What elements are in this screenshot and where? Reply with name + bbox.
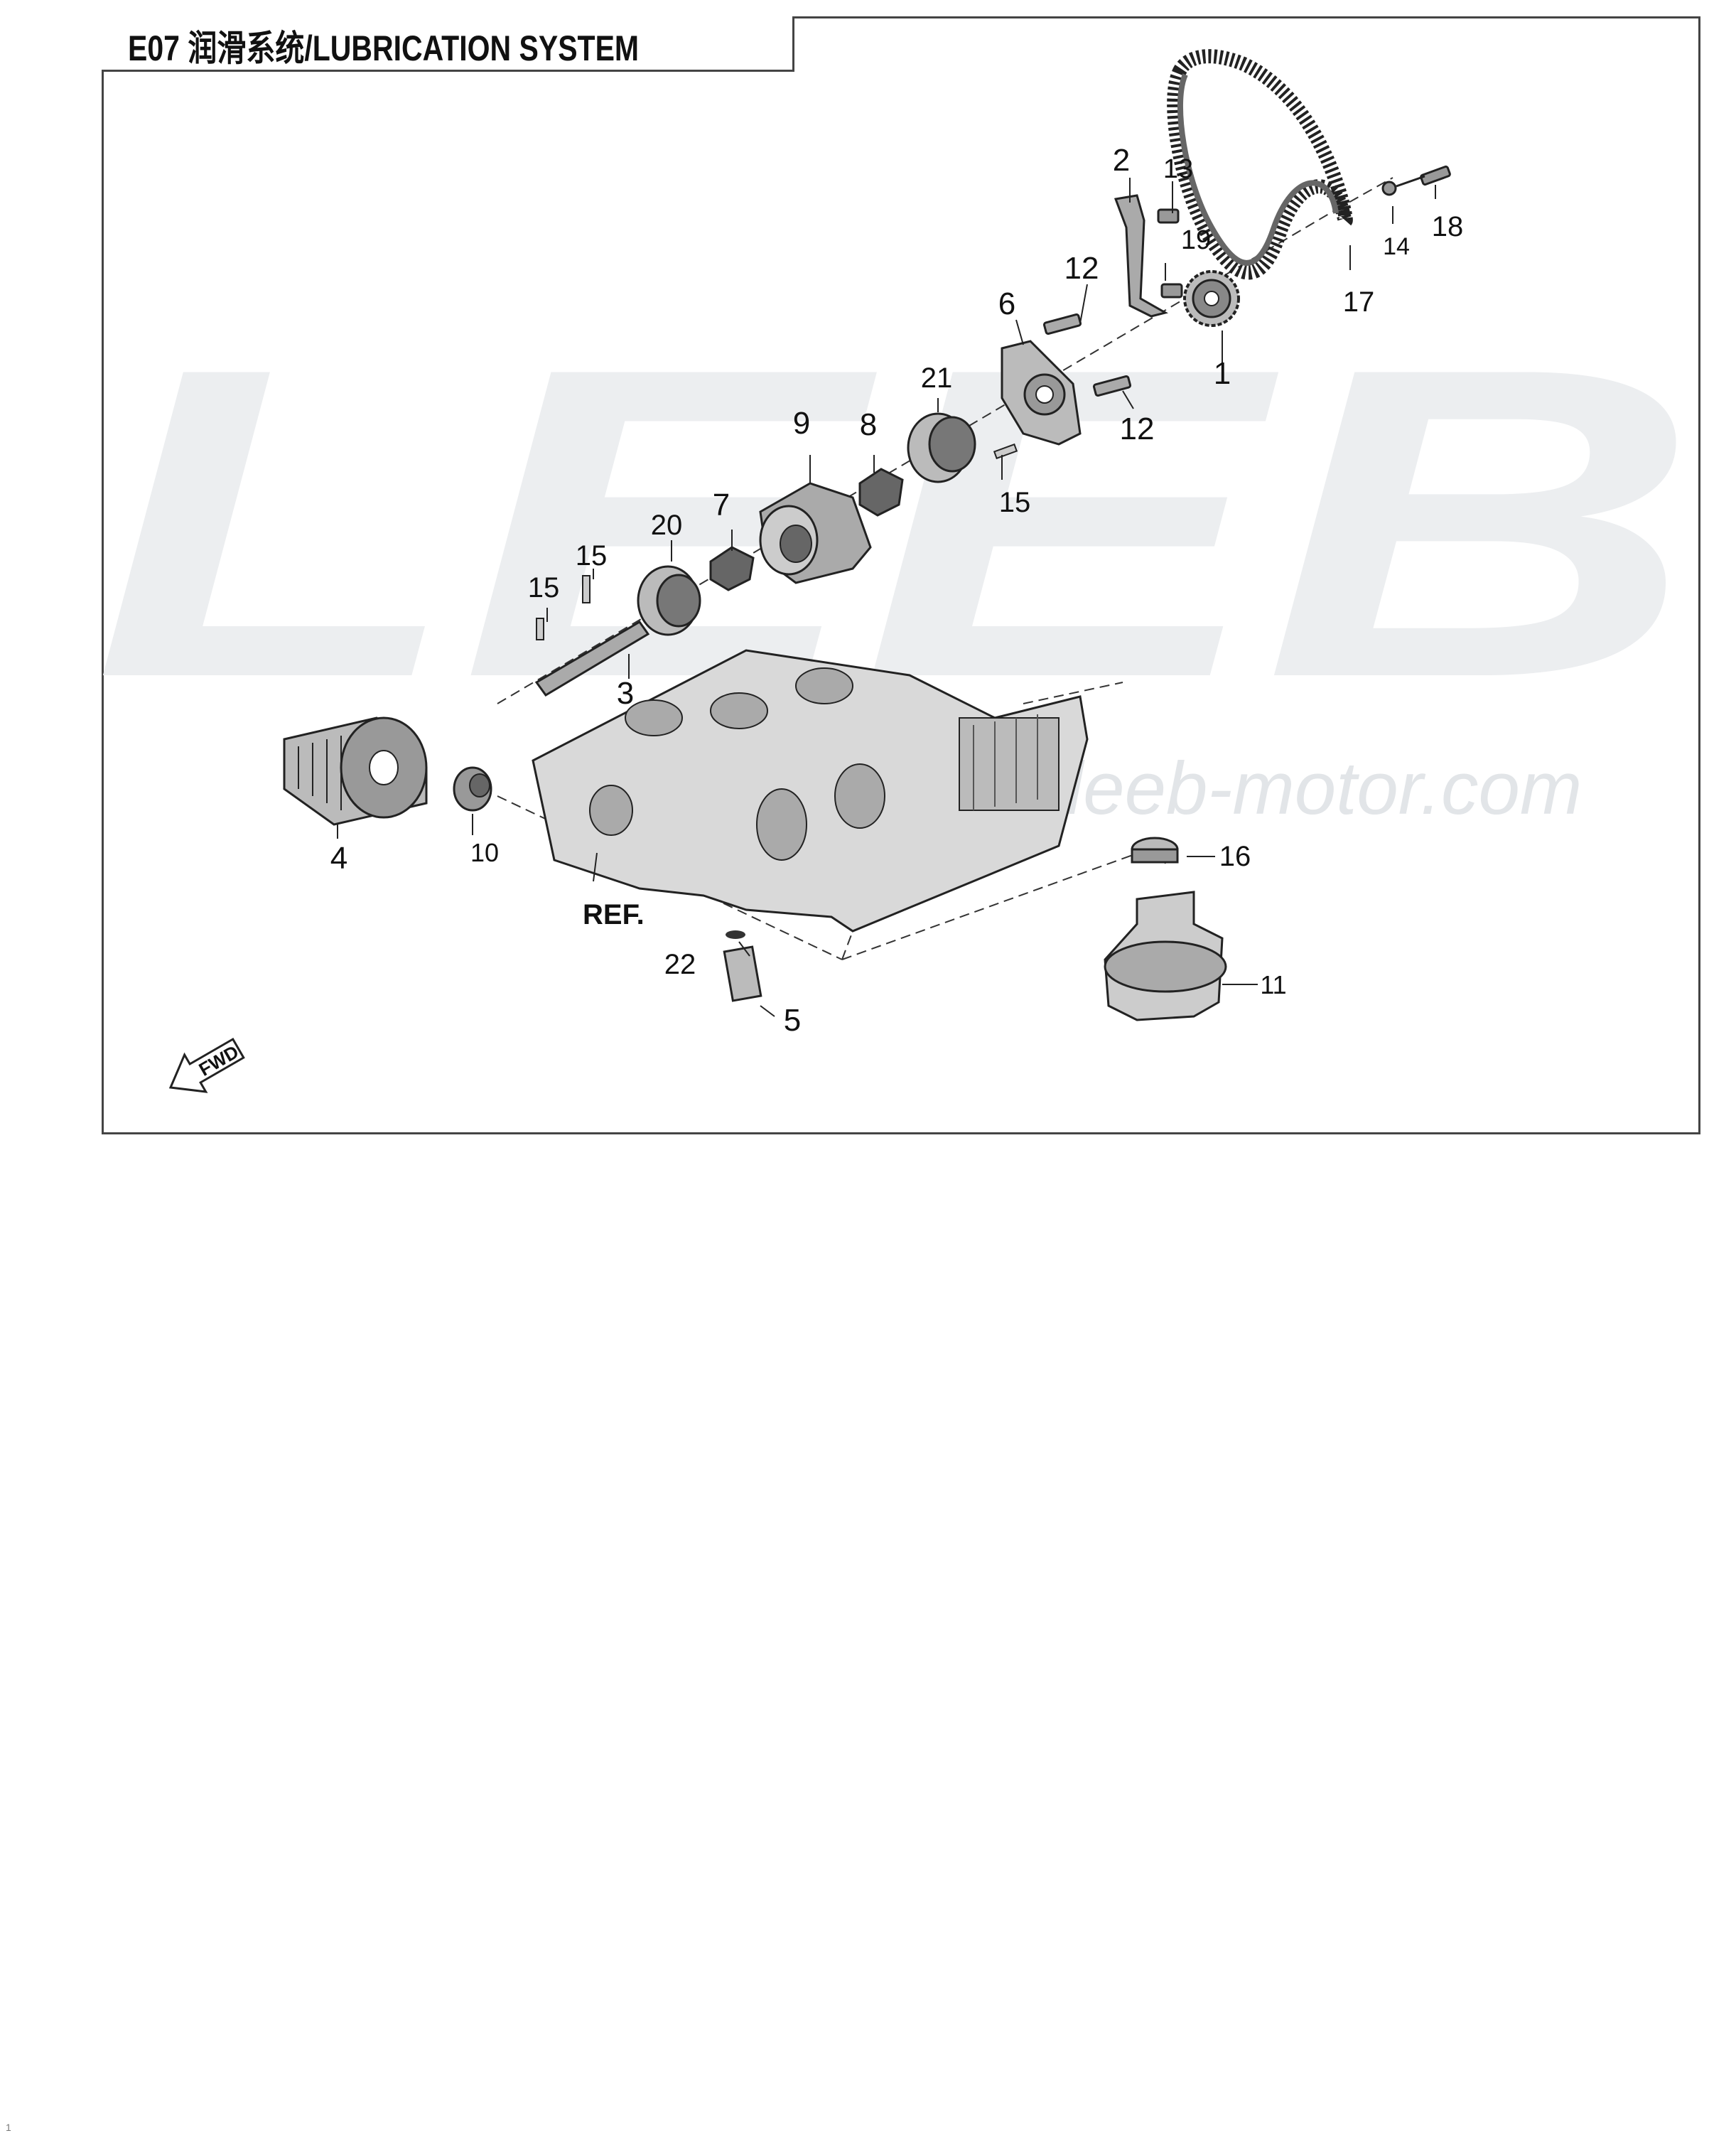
callout-9: 9: [793, 406, 810, 441]
chain-guide: [1114, 194, 1168, 318]
callout-11: 11: [1260, 970, 1286, 999]
callout-18: 18: [1432, 211, 1464, 242]
callout-labels: 1 2 3 4 5 6 7 8 9 10 11 12 12 13 14 15 1…: [330, 143, 1463, 1038]
callout-21: 21: [921, 362, 953, 394]
dowel-pin: [993, 443, 1018, 460]
callout-14: 14: [1383, 233, 1410, 260]
callout-10: 10: [470, 838, 499, 867]
callout-17: 17: [1343, 286, 1375, 318]
callout-15b: 15: [528, 572, 560, 603]
leader-lines: [337, 178, 1436, 1017]
outer-rotor-20: [637, 565, 701, 636]
title-box: [102, 16, 794, 72]
crankcase: [532, 649, 1089, 933]
pump-cover: [1001, 340, 1082, 446]
pump-shaft: [534, 575, 650, 697]
union-bolt: [453, 766, 492, 812]
callout-13: 13: [1163, 154, 1193, 184]
small-bolts: [1157, 165, 1451, 299]
pump-body: [759, 482, 872, 584]
callout-20: 20: [651, 510, 683, 541]
callout-15c: 15: [576, 540, 608, 571]
callout-2: 2: [1113, 143, 1130, 178]
page-number: 1: [6, 2122, 11, 2133]
callout-4: 4: [330, 841, 347, 876]
callout-12b: 12: [1120, 412, 1155, 446]
callout-19: 19: [1181, 225, 1211, 255]
callout-8: 8: [860, 407, 877, 442]
callout-12a: 12: [1064, 251, 1099, 286]
oil-filter: [283, 716, 428, 826]
callout-7: 7: [713, 488, 730, 522]
callout-6: 6: [998, 286, 1015, 321]
callout-3: 3: [617, 676, 634, 711]
page-title: E07 润滑系统/LUBRICATION SYSTEM: [128, 28, 640, 68]
diagram-frame: [102, 16, 1700, 1134]
ref-label: REF.: [583, 899, 645, 930]
oil-strainer: [1104, 837, 1227, 1021]
outer-rotor-21: [907, 412, 976, 483]
timing-chain: [1167, 49, 1353, 280]
fwd-arrow: FWD: [168, 1037, 245, 1093]
sprocket: [1183, 270, 1240, 327]
oil-pressure-switch: [723, 930, 762, 1002]
callout-15a: 15: [999, 487, 1031, 518]
inner-rotor-8: [858, 468, 904, 517]
callout-16: 16: [1219, 841, 1251, 872]
callout-5: 5: [784, 1003, 801, 1038]
callout-1: 1: [1214, 356, 1231, 391]
callout-22: 22: [664, 949, 696, 980]
bolts-12: [1042, 313, 1132, 397]
